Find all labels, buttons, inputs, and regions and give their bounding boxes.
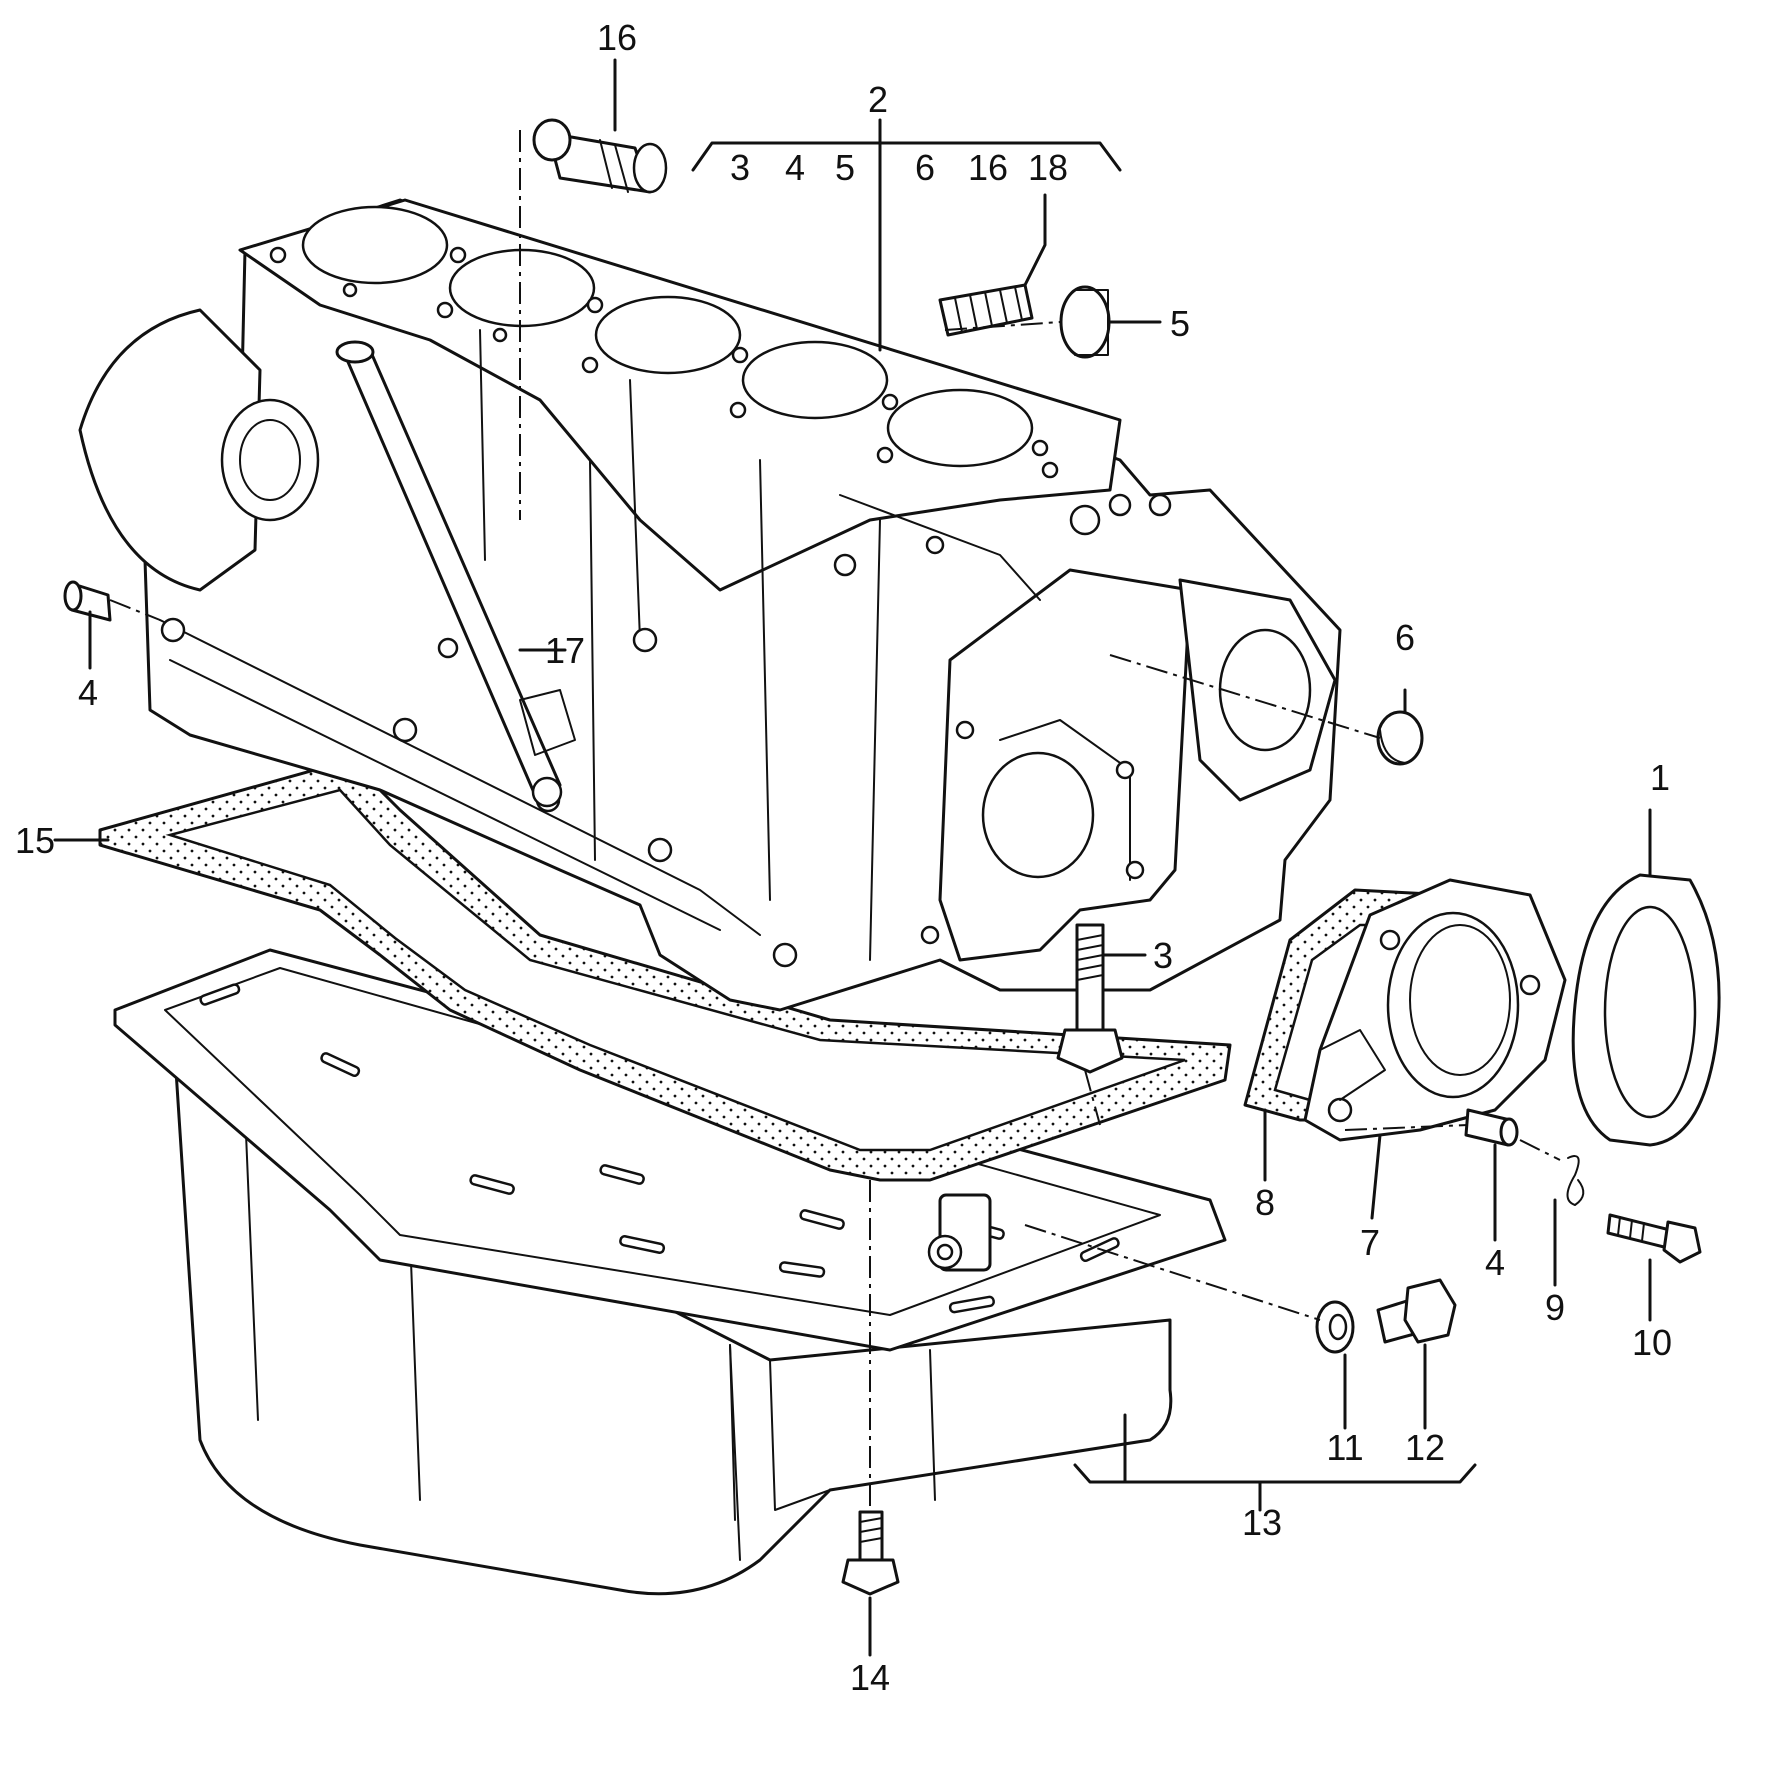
oil-pan-gasket (98, 758, 1232, 1182)
label-10: 10 (1632, 1322, 1672, 1363)
label-1: 1 (1650, 757, 1670, 798)
label-3: 3 (1153, 935, 1173, 976)
label-13: 13 (1242, 1502, 1282, 1543)
label-2-list-18: 18 (1028, 147, 1068, 188)
label-4-right: 4 (1485, 1242, 1505, 1283)
cylinder-bore-3 (594, 295, 742, 375)
label-2: 2 (868, 79, 888, 120)
label-17: 17 (545, 630, 585, 671)
label-2-list-4: 4 (785, 147, 805, 188)
oil-pan (113, 948, 1227, 1596)
drain-plug-12 (1376, 1278, 1457, 1344)
dipstick-tube (335, 340, 576, 808)
label-16-top: 16 (597, 17, 637, 58)
label-6: 6 (1395, 617, 1415, 658)
cylinder-bore-2 (448, 248, 596, 328)
crankshaft-seal (1571, 873, 1721, 1147)
cylinder-block (78, 198, 1342, 1012)
dowel-pin-left (63, 580, 112, 622)
cylinder-bore-4 (741, 340, 889, 420)
cup-plug-5 (1059, 285, 1111, 359)
cylinder-bore-1 (301, 205, 449, 285)
label-2-list-3: 3 (730, 147, 750, 188)
label-2-list-5: 5 (835, 147, 855, 188)
label-12: 12 (1405, 1427, 1445, 1468)
bolt-3 (1056, 923, 1124, 1074)
callout-labels: 16 2 3 4 5 6 16 18 5 6 4 17 15 3 1 8 7 4… (15, 17, 1672, 1698)
bolt-14 (841, 1510, 900, 1596)
rear-seal-flange (1303, 878, 1567, 1142)
label-5: 5 (1170, 303, 1190, 344)
label-11: 11 (1326, 1427, 1363, 1468)
oil-pan-bracket (729, 1344, 831, 1521)
threaded-plug-18 (938, 283, 1034, 337)
dowel-pin-right (1464, 1108, 1519, 1147)
bolt-10 (1606, 1213, 1702, 1264)
oil-level-sensor (927, 1193, 992, 1272)
cup-plug-6 (1376, 710, 1424, 766)
label-2-list-6: 6 (915, 147, 935, 188)
clip-9 (1566, 1155, 1585, 1206)
label-2-list-16: 16 (968, 147, 1008, 188)
assembly-lines (109, 130, 1561, 1512)
leader-lines (53, 58, 1652, 1657)
label-7: 7 (1360, 1222, 1380, 1263)
cylinder-bore-5 (886, 388, 1034, 468)
label-14: 14 (850, 1657, 890, 1698)
deck-holes (269, 246, 1059, 479)
oil-pan-slots (199, 983, 1120, 1314)
label-9: 9 (1545, 1287, 1565, 1328)
sealing-ring-11 (1315, 1300, 1355, 1354)
sleeve-16 (532, 118, 668, 194)
label-4-left: 4 (78, 672, 98, 713)
label-15: 15 (15, 820, 55, 861)
label-8: 8 (1255, 1182, 1275, 1223)
